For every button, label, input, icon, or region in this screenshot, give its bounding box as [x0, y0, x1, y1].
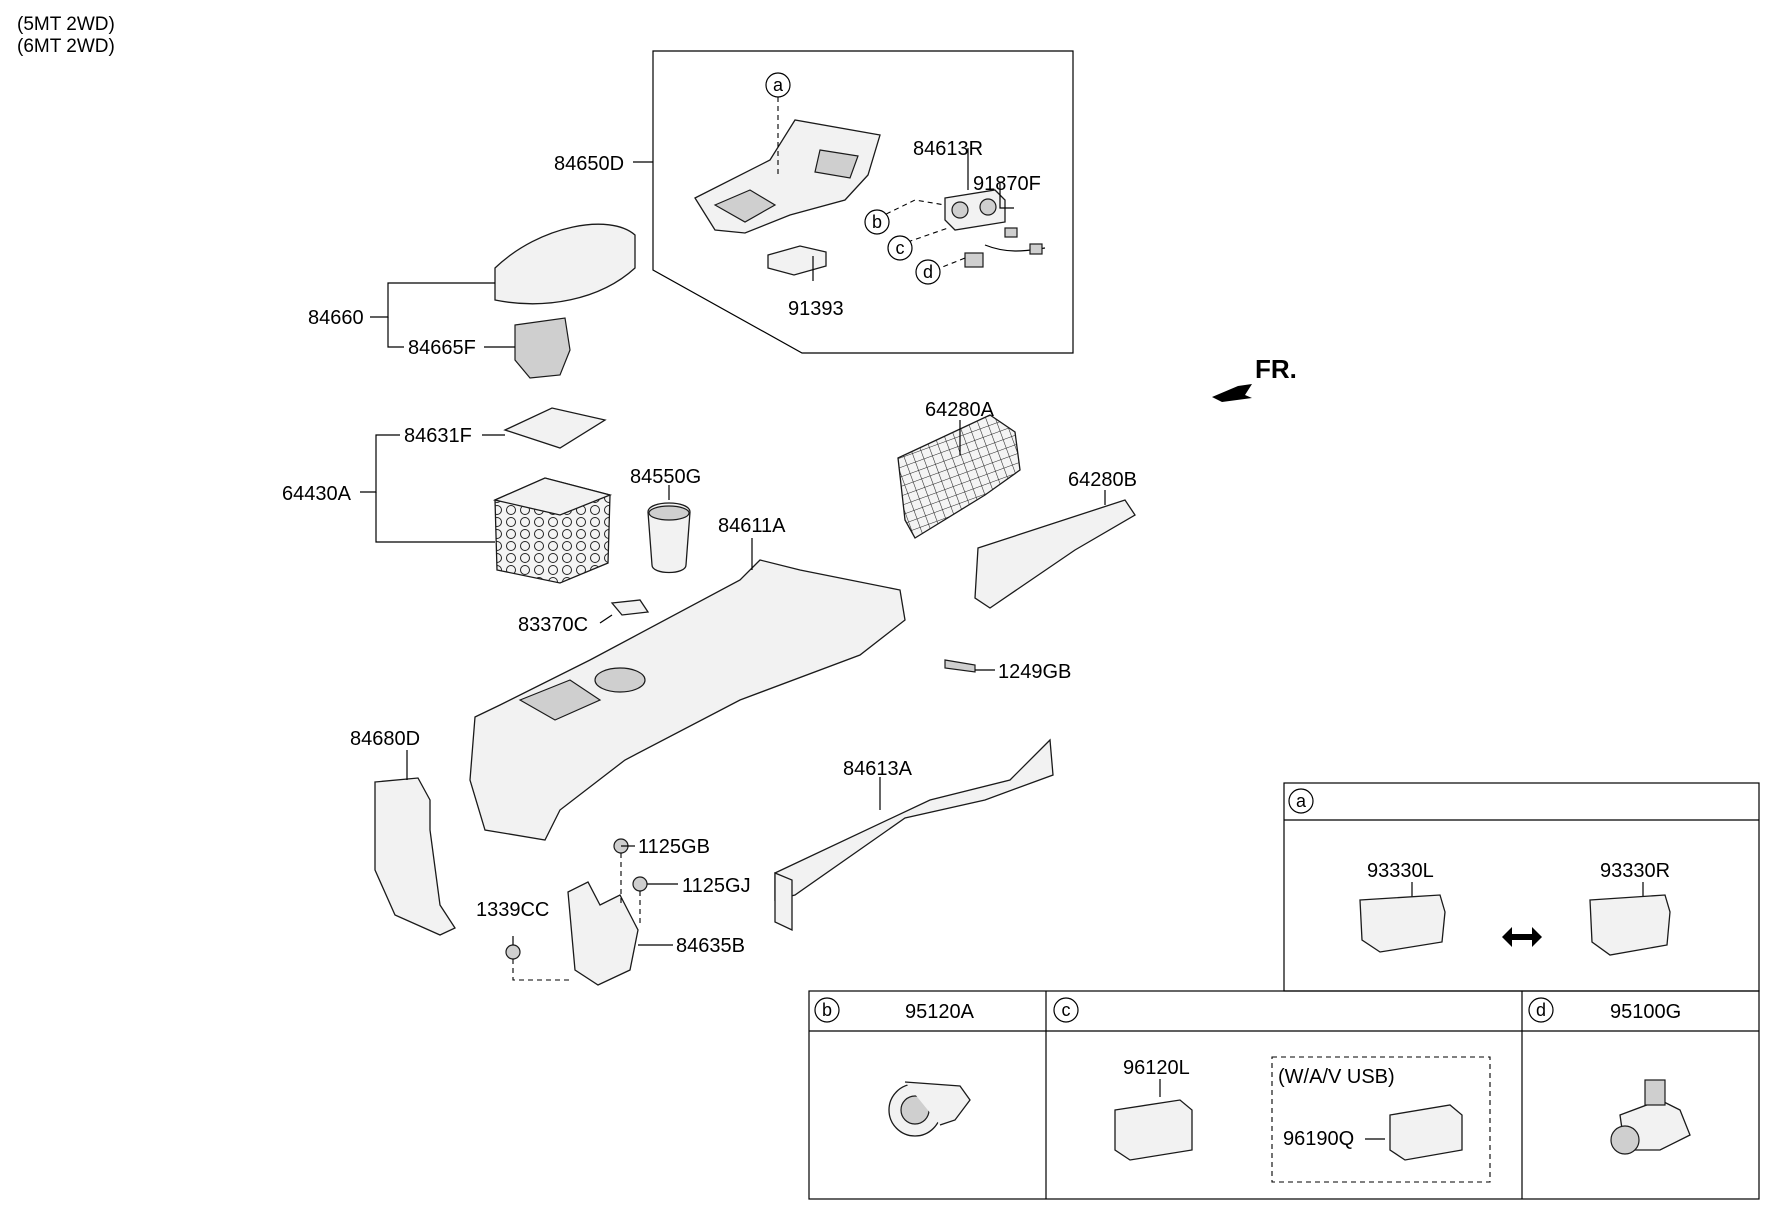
- usb-option-frame: [1271, 1056, 1491, 1183]
- svg-text:a: a: [1296, 791, 1307, 811]
- callout-d: d: [915, 259, 941, 285]
- svg-text:d: d: [923, 262, 933, 282]
- svg-text:b: b: [872, 212, 882, 232]
- cup-holder-top: [648, 505, 690, 521]
- bolt-1125GJ: [632, 876, 648, 892]
- shift-panel-group: [652, 50, 1074, 354]
- callout-b: b: [864, 209, 890, 235]
- nut-1339CC: [505, 944, 521, 960]
- label-93330L: 93330L: [1367, 860, 1434, 882]
- label-93330R: 93330R: [1600, 860, 1670, 882]
- harness-connector-3: [964, 252, 984, 268]
- harness-clip-part: [767, 245, 827, 276]
- leader-lines: [360, 97, 1106, 981]
- label-84613R: 84613R: [913, 138, 983, 160]
- armrest-hinge-part: [514, 317, 571, 379]
- label-91870F: 91870F: [973, 173, 1041, 195]
- label-84611A: 84611A: [718, 515, 786, 537]
- label-64280A: 64280A: [925, 399, 995, 421]
- shift-panel-boot-opening: [713, 189, 777, 223]
- switch-knob-right: [979, 198, 997, 216]
- console-mat-part: [503, 407, 607, 449]
- svg-text:a: a: [773, 75, 784, 95]
- harness-connector-2: [1029, 243, 1043, 255]
- callout-a: a: [765, 72, 791, 98]
- label-83370C: 83370C: [518, 614, 588, 636]
- label-1125GJ: 1125GJ: [682, 875, 751, 897]
- trim-strip-84613A: [774, 738, 1054, 901]
- svg-text:c: c: [1062, 1000, 1071, 1020]
- cup-holder-part: [647, 502, 691, 574]
- label-84631F: 84631F: [404, 425, 472, 447]
- label-1339CC: 1339CC: [476, 899, 549, 921]
- detail-table-a: a 93330L 93330R: [1283, 782, 1760, 992]
- label-96190Q: 96190Q: [1283, 1128, 1354, 1150]
- label-1249GB: 1249GB: [998, 661, 1071, 683]
- callout-c: c: [887, 235, 913, 261]
- label-64280B: 64280B: [1068, 469, 1137, 491]
- bracket-83370C: [610, 599, 650, 616]
- usb-jack-96190Q-part: [1389, 1104, 1463, 1161]
- trim-strip-end: [774, 872, 793, 932]
- bracket-84635B: [567, 881, 639, 986]
- label-84650D: 84650D: [554, 153, 624, 175]
- label-option-wav-usb: (W/A/V USB): [1278, 1066, 1395, 1088]
- label-84660: 84660: [308, 307, 364, 329]
- switch-knob-left: [951, 201, 969, 219]
- label-95100G: 95100G: [1610, 1001, 1681, 1023]
- label-84613A: 84613A: [843, 758, 913, 780]
- switch-93330R-part: [1589, 894, 1671, 956]
- label-84665F: 84665F: [408, 337, 476, 359]
- side-cover-64280A: [897, 414, 1021, 539]
- label-84635B: 84635B: [676, 935, 745, 957]
- label-96120L: 96120L: [1123, 1057, 1190, 1079]
- double-arrow-icon: [1502, 927, 1542, 947]
- svg-text:b: b: [822, 1000, 832, 1020]
- aux-jack-96120L-part: [1114, 1099, 1193, 1161]
- harness-connector-1: [1004, 227, 1018, 238]
- variant-label-5mt: (5MT 2WD): [17, 14, 115, 35]
- label-1125GB: 1125GB: [638, 836, 710, 858]
- rear-cover-84680D: [374, 777, 456, 936]
- console-cup-holder-recess: [594, 667, 646, 693]
- label-84680D: 84680D: [350, 728, 420, 750]
- storage-box-rim: [492, 477, 613, 516]
- front-direction-label: FR.: [1255, 354, 1297, 384]
- front-direction-arrow-icon: [1212, 384, 1252, 402]
- side-cover-64280B: [974, 499, 1136, 609]
- console-front-opening: [518, 679, 602, 721]
- switch-93330L-part: [1359, 894, 1446, 953]
- label-84550G: 84550G: [630, 466, 701, 488]
- console-body-part: [469, 559, 906, 841]
- shift-panel-window: [814, 149, 859, 179]
- label-91393: 91393: [788, 298, 844, 320]
- detail-table-bcd: b 95120A c d 95100G 96120L (W/A/V USB) 9…: [808, 990, 1760, 1200]
- screw-1249GB: [944, 659, 976, 673]
- label-95120A: 95120A: [905, 1001, 975, 1023]
- svg-text:d: d: [1536, 1000, 1546, 1020]
- svg-text:c: c: [896, 238, 905, 258]
- armrest-part: [494, 223, 636, 305]
- shift-panel-part: [694, 119, 881, 234]
- label-64430A: 64430A: [282, 483, 352, 505]
- variant-label-6mt: (6MT 2WD): [17, 36, 115, 57]
- shift-panel-frame: [652, 50, 1074, 354]
